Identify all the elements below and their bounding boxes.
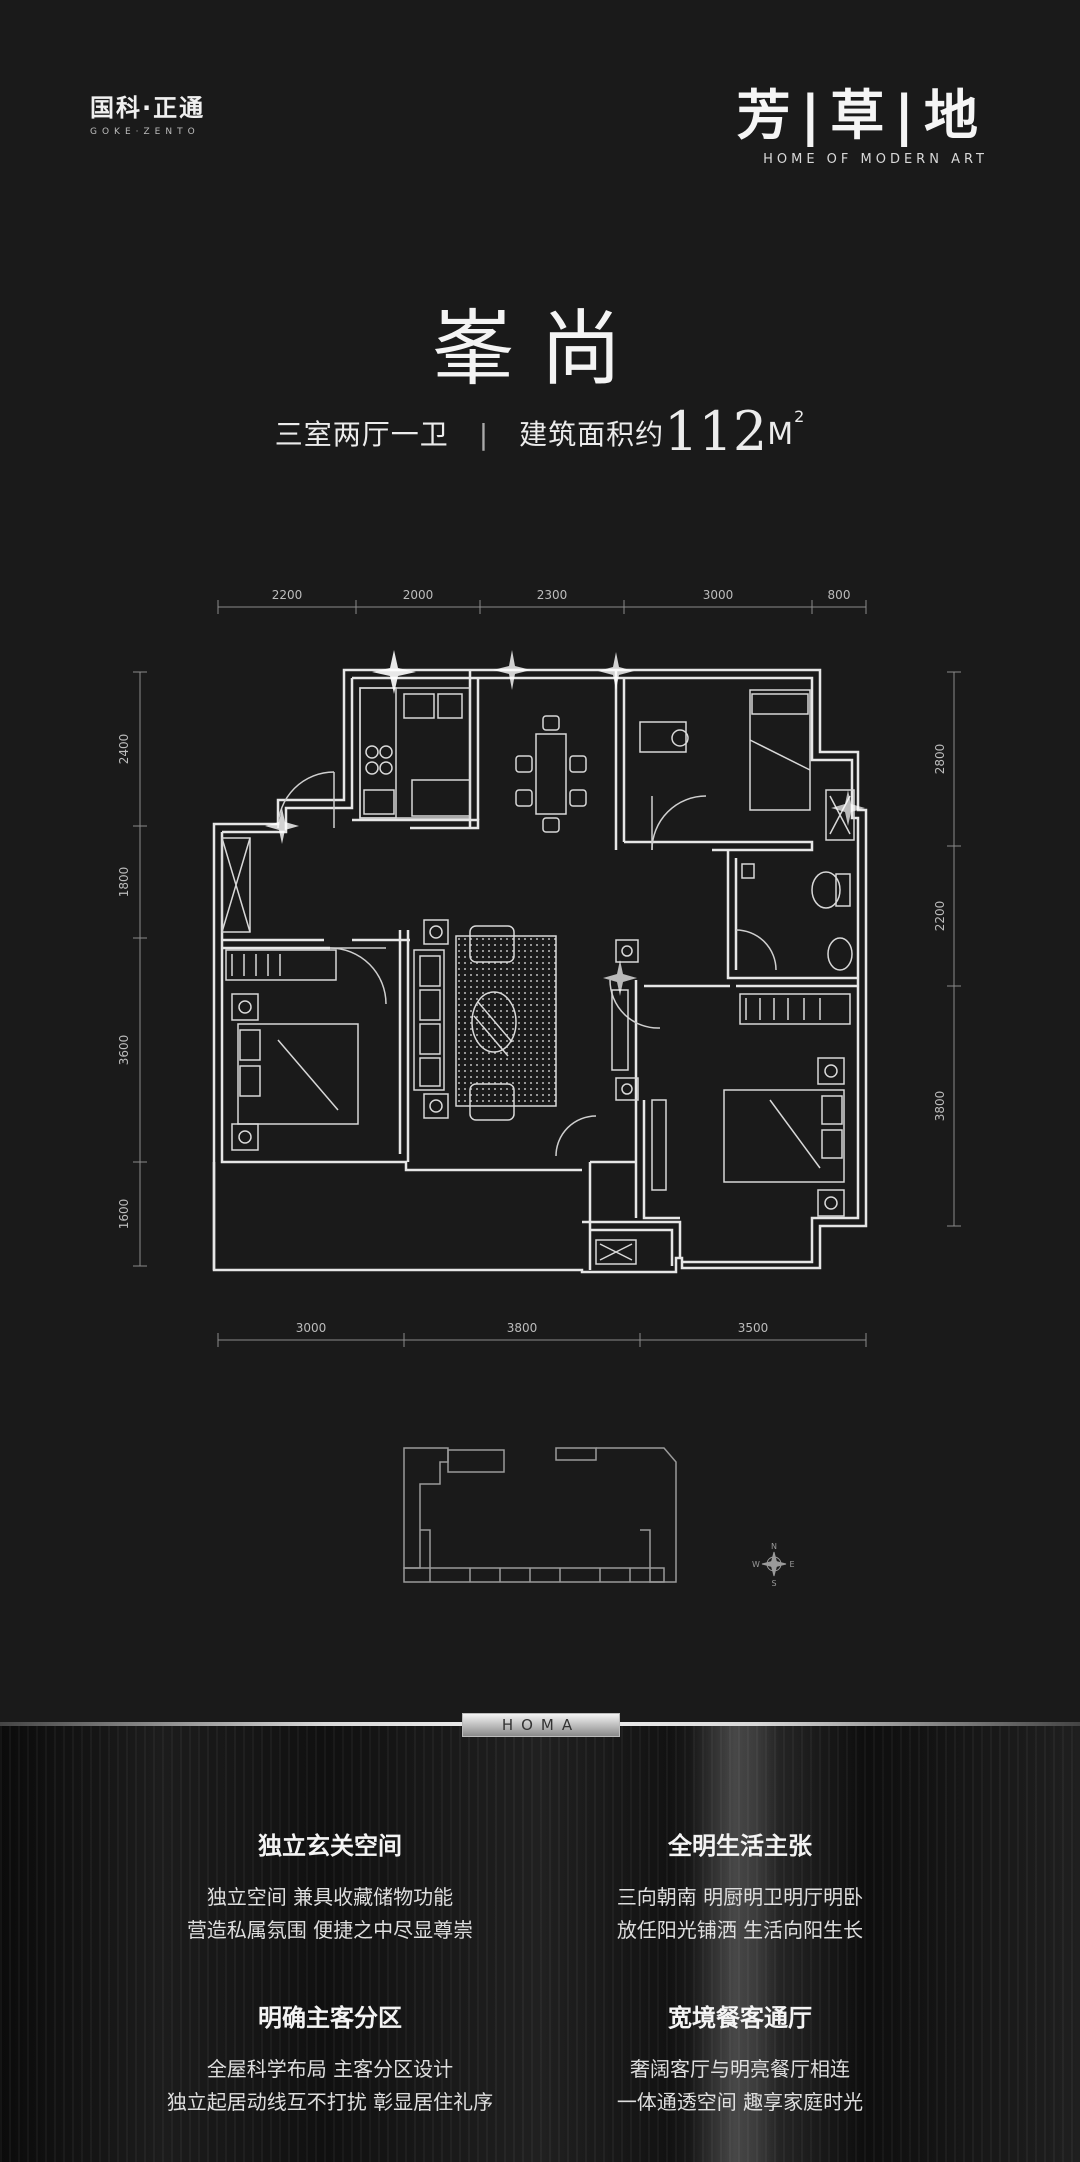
project-name: 芳|草|地 — [736, 84, 988, 147]
developer-tagline: GOKE·ZENTO — [90, 127, 200, 137]
bedroom-top-right — [639, 689, 811, 811]
project-tagline: HOME OF MODERN ART — [763, 152, 988, 167]
bedroom-left — [225, 949, 359, 1151]
dim-left-4: 1600 — [117, 1199, 131, 1230]
dimension-labels: 2200 2000 2300 3000 800 3000 3800 3500 2… — [117, 588, 947, 1335]
dim-top-3: 2300 — [537, 588, 568, 602]
entry-cabinet — [221, 837, 637, 1265]
feature-line: 营造私属氛围 便捷之中尽显尊崇 — [186, 1918, 474, 1942]
feature-entry: 独立玄关空间 独立空间 兼具收藏储物功能 营造私属氛围 便捷之中尽显尊崇 — [120, 1826, 540, 1947]
compass-labels: N S W E — [752, 1542, 794, 1588]
area-label: 建筑面积约 — [519, 418, 665, 451]
dim-top-5: 800 — [828, 588, 851, 602]
feature-title: 明确主客分区 — [258, 2004, 402, 2032]
site-plan — [403, 1447, 677, 1583]
dim-top-4: 3000 — [703, 588, 734, 602]
dim-left-1: 2400 — [117, 734, 131, 765]
dim-right-1: 2800 — [933, 744, 947, 775]
floor-plan: 2200 2000 2300 3000 800 3000 3800 3500 2… — [117, 588, 961, 1588]
area-exponent: 2 — [794, 407, 806, 426]
feature-line: 一体通透空间 趣享家庭时光 — [616, 2090, 864, 2114]
dimension-lines — [133, 600, 961, 1347]
dim-right-2: 2200 — [933, 901, 947, 932]
developer-logo: 国科·正通 GOKE·ZENTO — [90, 88, 205, 137]
feature-line: 奢阔客厅与明亮餐厅相连 — [630, 2057, 850, 2081]
area-value: 112 — [664, 400, 768, 463]
compass-e: E — [789, 1560, 794, 1569]
dim-bottom-1: 3000 — [296, 1321, 327, 1335]
door-swings — [277, 771, 777, 1157]
summary-separator: | — [478, 418, 490, 451]
feature-line: 独立起居动线互不打扰 彰显居住礼序 — [166, 2090, 494, 2114]
homa-badge: HOMA — [462, 1713, 620, 1737]
project-logo: 芳|草|地 HOME OF MODERN ART — [708, 84, 988, 168]
compass-icon — [761, 1551, 787, 1577]
compass-s: S — [771, 1579, 776, 1588]
dim-bottom-2: 3800 — [507, 1321, 538, 1335]
dining-table — [515, 715, 587, 833]
band-texture — [0, 1722, 1080, 2162]
walls — [212, 668, 868, 1274]
dim-bottom-3: 3500 — [738, 1321, 769, 1335]
unit-layout: 三室两厅一卫 — [274, 418, 449, 451]
feature-title: 独立玄关空间 — [258, 1832, 402, 1860]
feature-title: 全明生活主张 — [668, 1832, 812, 1860]
bedroom-bottom-right — [651, 993, 851, 1217]
feature-living-dining: 宽境餐客通厅 奢阔客厅与明亮餐厅相连 一体通透空间 趣享家庭时光 — [530, 1998, 950, 2119]
bathroom-fixtures — [741, 789, 855, 971]
dim-top-2: 2000 — [403, 588, 434, 602]
dim-left-3: 3600 — [117, 1035, 131, 1066]
compass-n: N — [771, 1542, 777, 1551]
feature-title: 宽境餐客通厅 — [668, 2004, 812, 2032]
feature-zoning: 明确主客分区 全屋科学布局 主客分区设计 独立起居动线互不打扰 彰显居住礼序 — [120, 1998, 540, 2119]
living-room — [413, 919, 639, 1121]
kitchen-fixtures — [359, 687, 471, 819]
feature-daylight: 全明生活主张 三向朝南 明厨明卫明厅明卧 放任阳光铺洒 生活向阳生长 — [530, 1826, 950, 1947]
dim-right-3: 3800 — [933, 1091, 947, 1122]
band-glow — [690, 1726, 780, 2162]
dim-left-2: 1800 — [117, 867, 131, 898]
feature-line: 三向朝南 明厨明卫明厅明卧 — [616, 1885, 864, 1909]
developer-name: 国科·正通 — [90, 94, 206, 122]
feature-line: 全屋科学布局 主客分区设计 — [206, 2057, 454, 2081]
unit-name: 峯尚 — [431, 302, 648, 397]
sparkle-highlights — [265, 650, 865, 996]
dim-top-1: 2200 — [272, 588, 303, 602]
feature-band — [0, 1722, 1080, 2162]
feature-line: 放任阳光铺洒 生活向阳生长 — [616, 1918, 864, 1942]
feature-line: 独立空间 兼具收藏储物功能 — [206, 1885, 454, 1909]
area-unit: M — [767, 417, 795, 452]
compass-w: W — [752, 1560, 760, 1569]
unit-summary: 三室两厅一卫 | 建筑面积约112M2 — [0, 400, 1080, 463]
